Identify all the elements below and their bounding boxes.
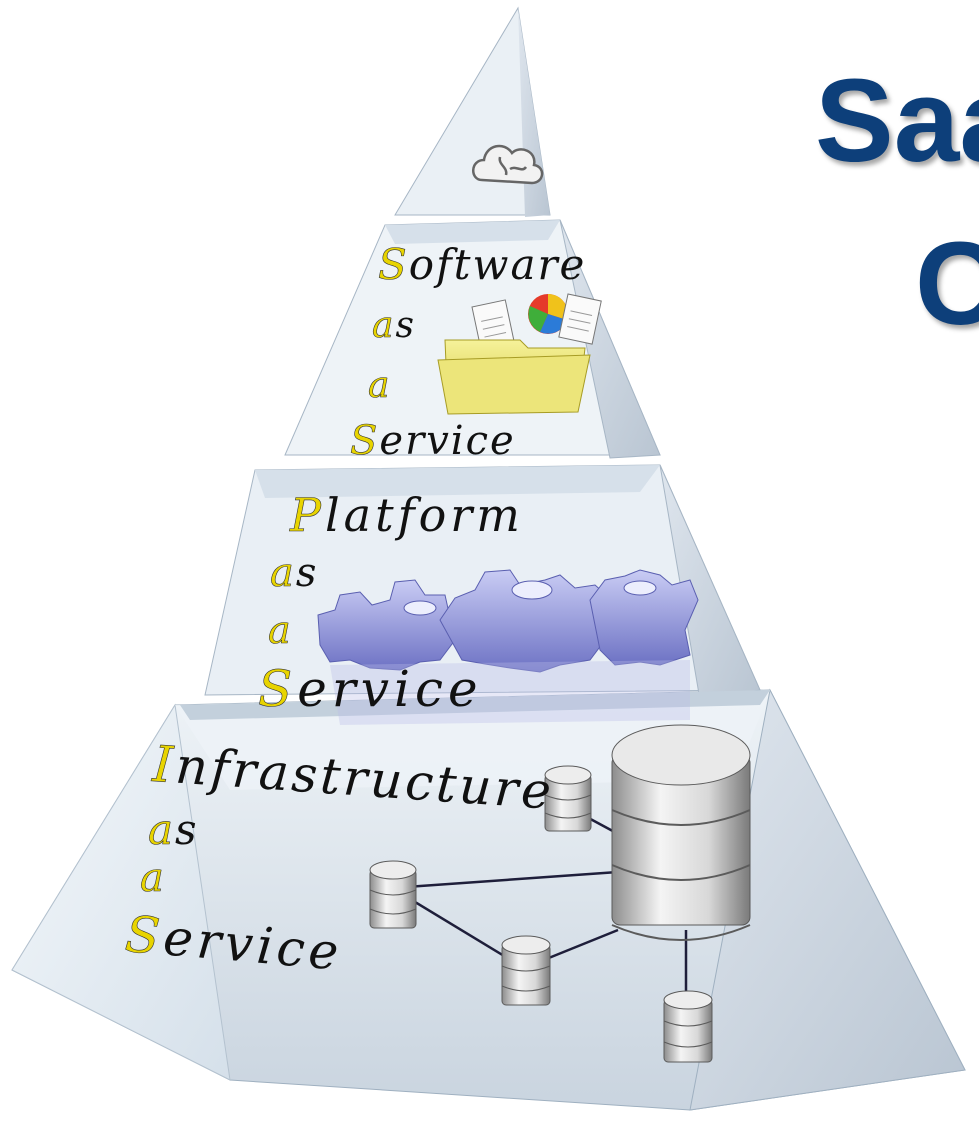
- iaas-line-as: as: [148, 805, 199, 855]
- pyramid-apex: [394, 6, 551, 217]
- gear-icon: [317, 569, 699, 725]
- cloud-puzzle-icon: [472, 144, 544, 185]
- capital-letter: a: [148, 805, 176, 855]
- capital-letter: P: [290, 488, 325, 543]
- capital-letter: a: [140, 855, 166, 902]
- saas-line-software: Software: [378, 240, 587, 290]
- line-rest: oftware: [408, 240, 587, 289]
- folder-icon: [437, 339, 591, 415]
- database-icon: [611, 724, 751, 941]
- title-fragment-c: C: [915, 218, 979, 350]
- capital-letter: a: [368, 365, 392, 407]
- line-rest: s: [175, 805, 199, 854]
- line-rest: latform: [324, 488, 524, 542]
- database-icon: [544, 765, 592, 832]
- pie-chart-icon: [528, 294, 568, 334]
- line-rest: ervice: [297, 660, 483, 718]
- capital-letter: S: [378, 240, 409, 290]
- capital-letter: a: [270, 550, 296, 597]
- line-rest: ervice: [379, 418, 516, 464]
- paas-line-a: a: [268, 608, 293, 653]
- capital-letter: S: [122, 905, 167, 967]
- capital-letter: a: [372, 305, 396, 347]
- saas-line-service: Service: [350, 418, 516, 465]
- capital-letter: S: [350, 418, 380, 465]
- capital-letter: S: [258, 660, 298, 719]
- iaas-line-a: a: [140, 855, 166, 902]
- document-icon: [471, 299, 515, 351]
- database-icon: [501, 935, 551, 1006]
- title-fragment-saas: Saa: [815, 55, 979, 187]
- document-icon: [558, 293, 602, 345]
- line-rest: s: [395, 305, 416, 346]
- database-icon: [663, 990, 713, 1063]
- saas-line-as: as: [372, 305, 416, 347]
- line-rest: s: [295, 550, 319, 596]
- saas-line-a: a: [368, 365, 392, 407]
- paas-line-platform: Platform: [290, 488, 524, 543]
- capital-letter: a: [268, 608, 293, 653]
- paas-line-service: Service: [258, 660, 483, 719]
- database-icon: [369, 860, 417, 929]
- paas-line-as: as: [270, 550, 319, 597]
